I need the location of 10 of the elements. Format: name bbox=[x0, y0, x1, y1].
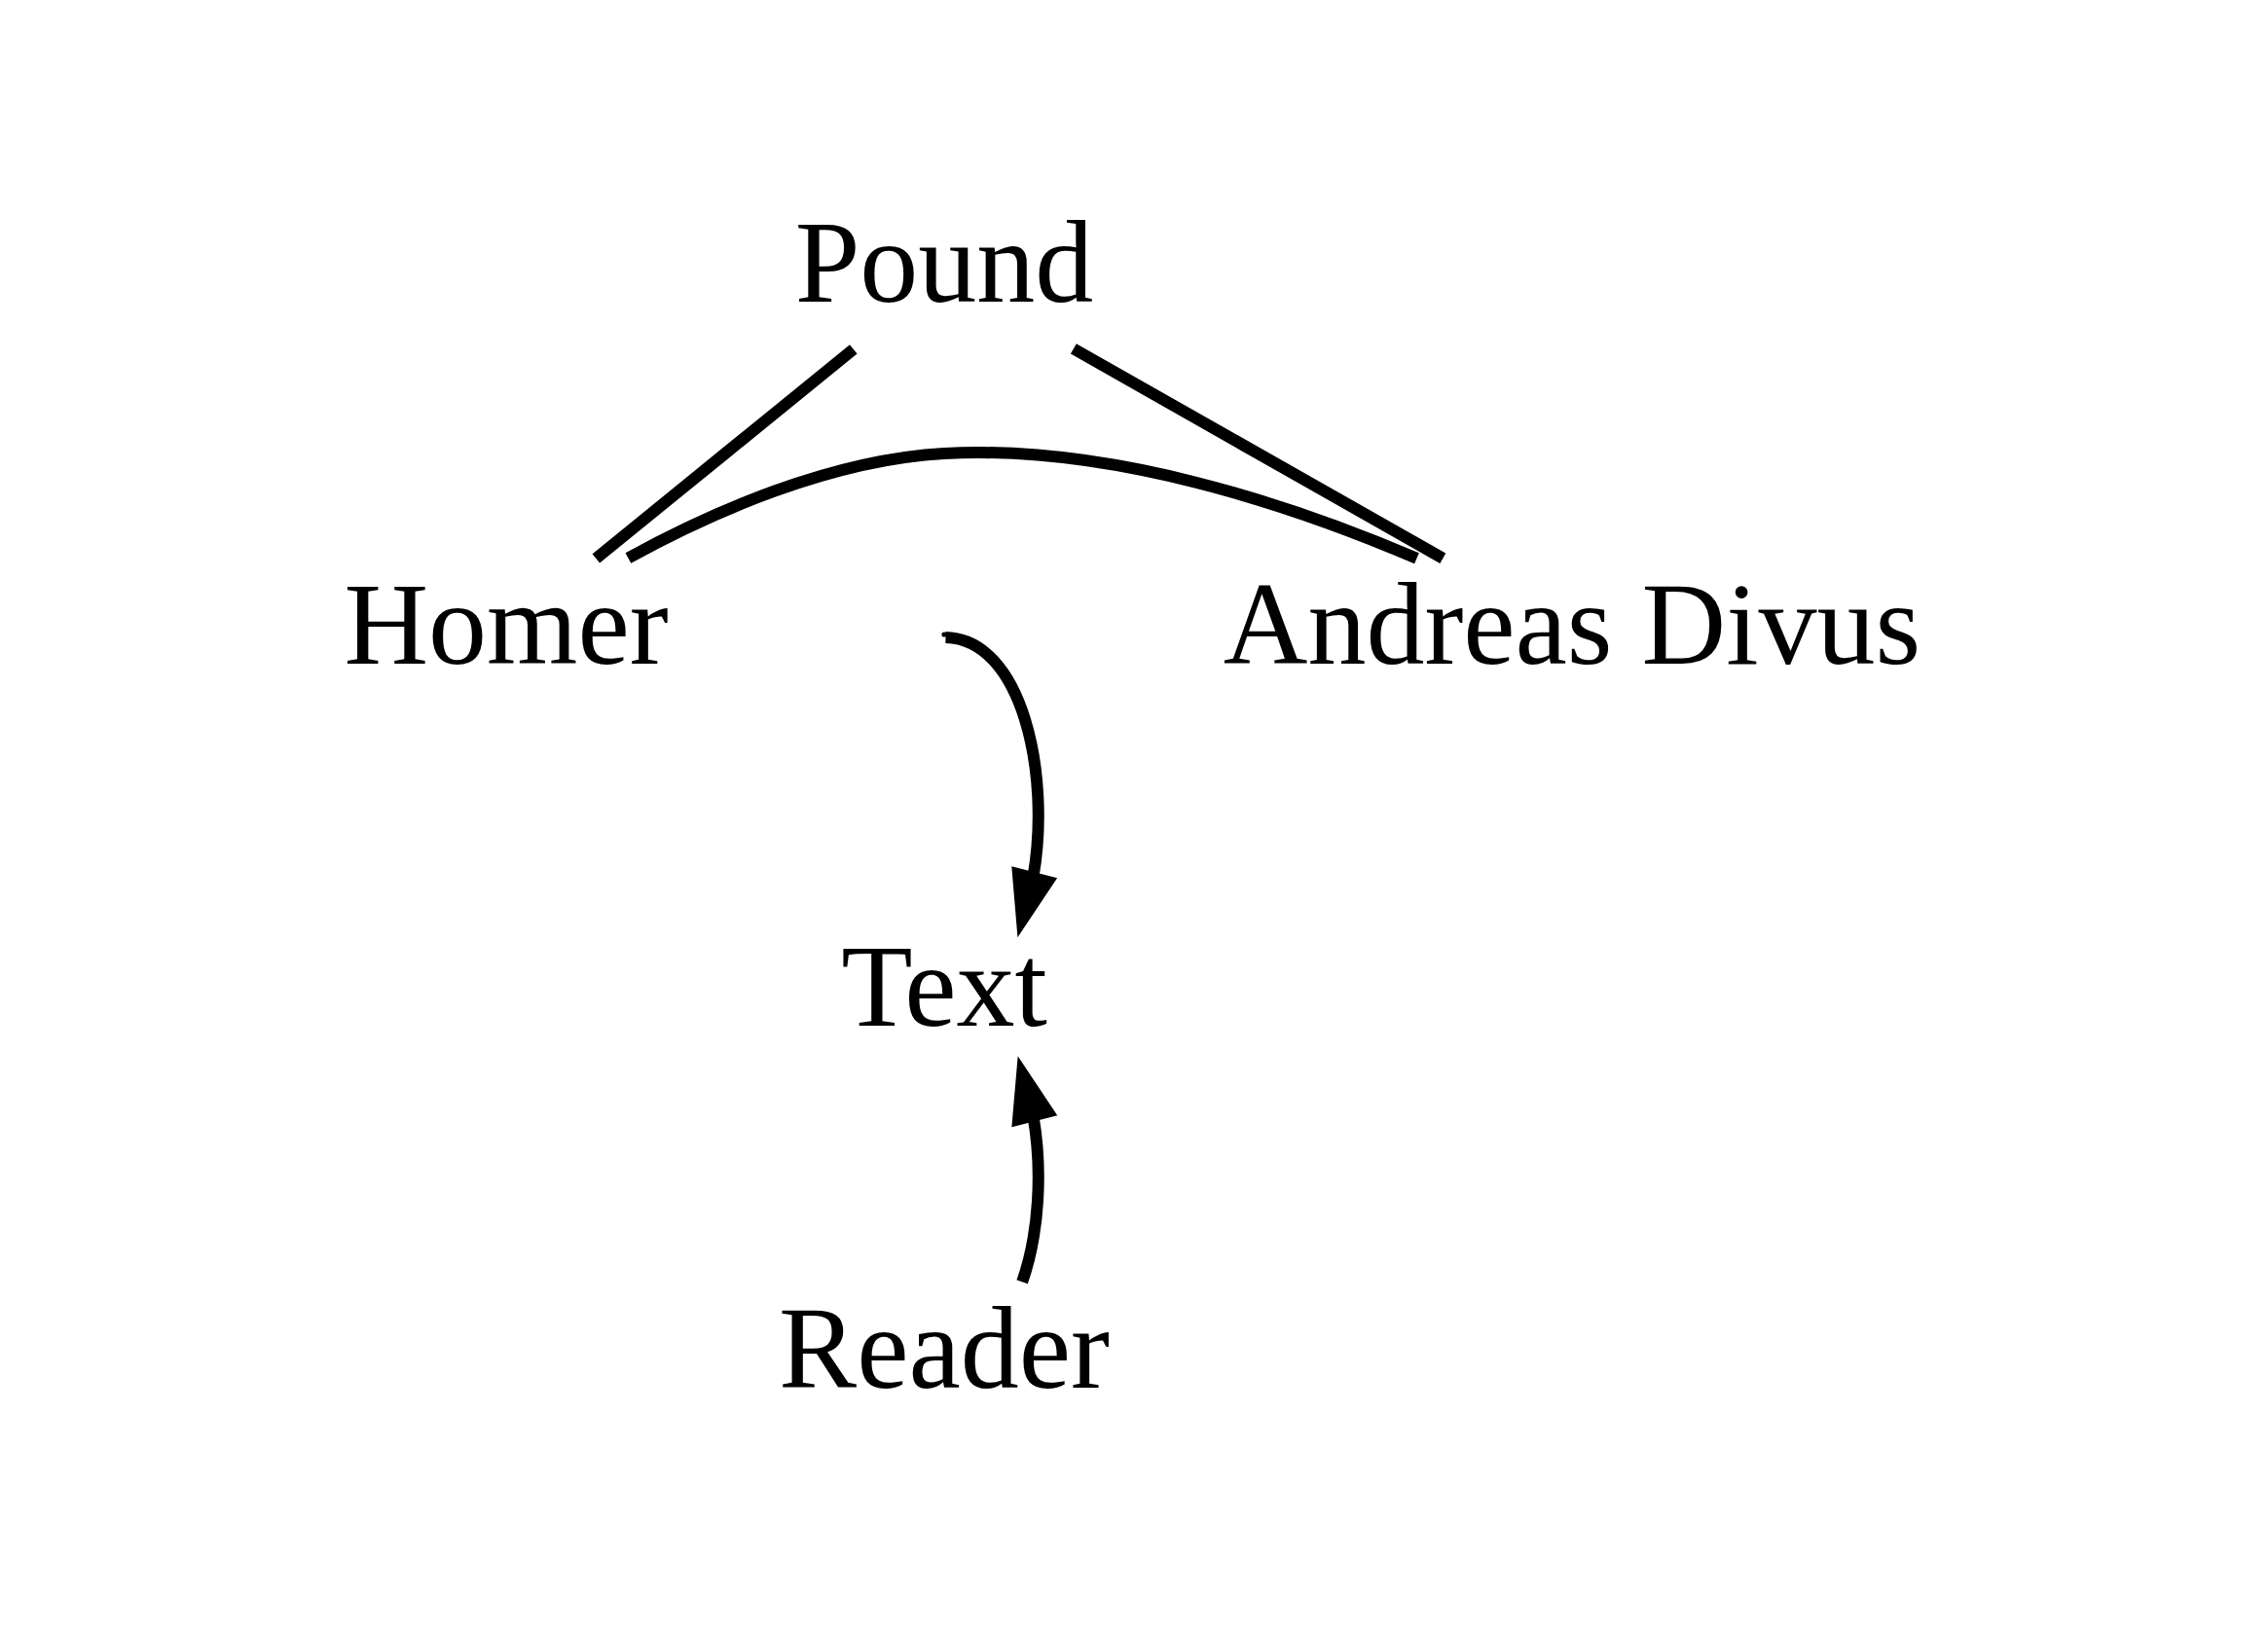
connector bbox=[1070, 343, 1446, 563]
node-text: Homer bbox=[344, 559, 669, 689]
connector bbox=[592, 344, 858, 563]
node-text: Reader bbox=[779, 1283, 1110, 1413]
node-text: Andreas Divus bbox=[1223, 559, 1921, 689]
arrow bbox=[1011, 1055, 1058, 1284]
node-text: Pound bbox=[794, 197, 1094, 327]
arrow bbox=[944, 631, 1058, 937]
node-text: Text bbox=[841, 921, 1047, 1051]
connector bbox=[625, 446, 1419, 563]
